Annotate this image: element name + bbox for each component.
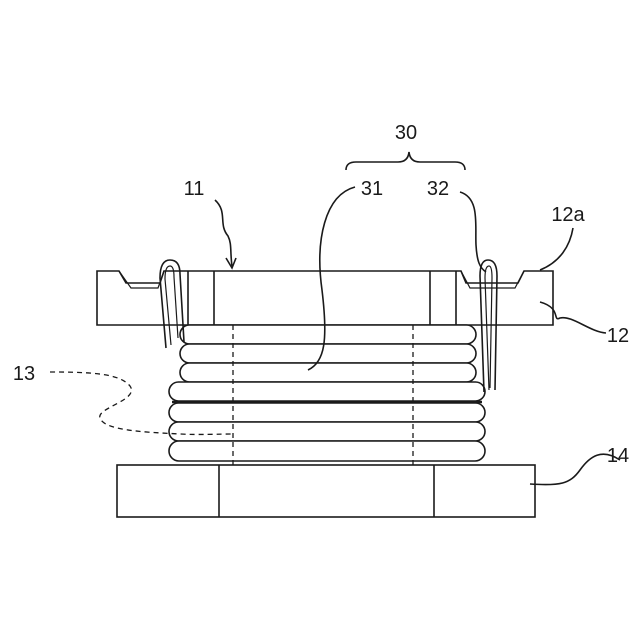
coil-windings-13 (169, 325, 485, 465)
label-13: 13 (13, 363, 35, 385)
label-30: 30 (395, 122, 417, 144)
label-12a: 12a (551, 204, 585, 226)
label-31: 31 (361, 178, 383, 200)
label-14: 14 (607, 445, 629, 467)
label-12: 12 (607, 325, 629, 347)
bracket-30 (346, 152, 465, 170)
base-block-14 (117, 465, 535, 517)
label-32: 32 (427, 178, 449, 200)
label-11: 11 (184, 178, 205, 200)
